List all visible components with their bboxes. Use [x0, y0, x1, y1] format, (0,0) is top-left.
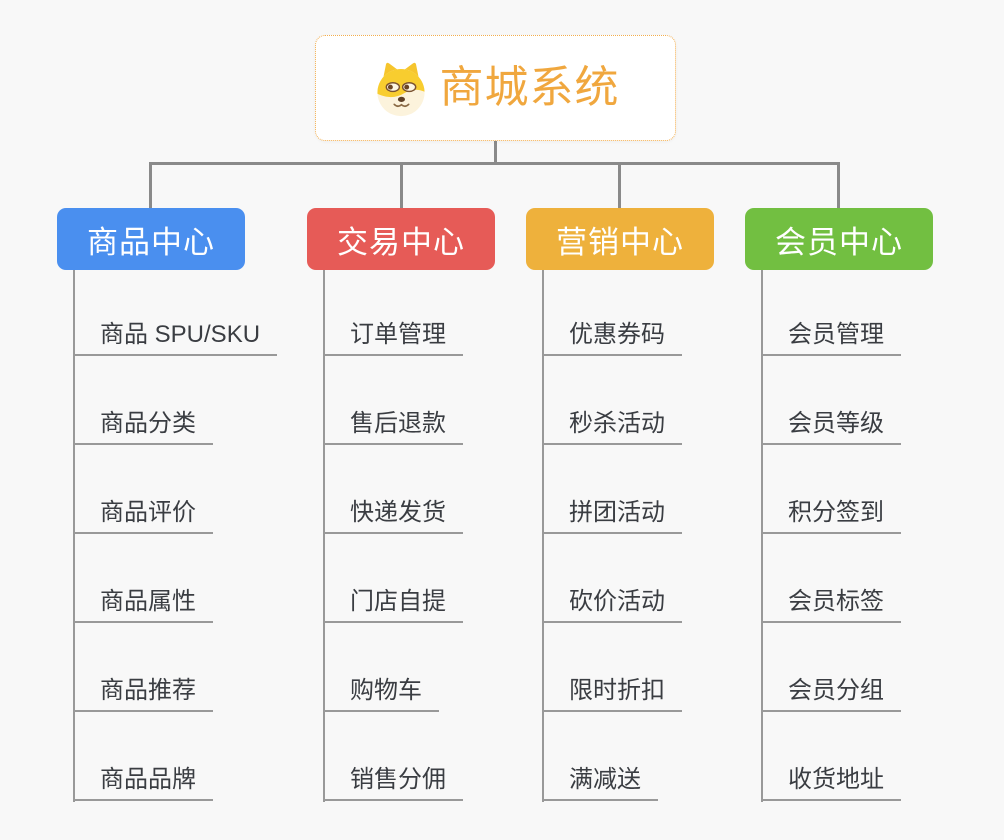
- root-node[interactable]: 商城系统: [315, 35, 676, 141]
- child-node[interactable]: 优惠券码: [542, 270, 682, 356]
- connector-bus-line: [149, 162, 840, 165]
- child-label: 拼团活动: [569, 499, 665, 526]
- branch-label: 商品中心: [87, 224, 215, 260]
- branch: 交易中心 订单管理售后退款快递发货门店自提购物车销售分佣: [307, 208, 495, 802]
- branch-children: 优惠券码秒杀活动拼团活动砍价活动限时折扣满减送: [542, 270, 682, 801]
- child-label: 门店自提: [350, 588, 446, 615]
- child-label: 快递发货: [350, 499, 446, 526]
- branch-children: 订单管理售后退款快递发货门店自提购物车销售分佣: [323, 270, 463, 801]
- child-node[interactable]: 会员分组: [761, 623, 901, 712]
- child-label: 售后退款: [350, 410, 446, 437]
- child-node[interactable]: 收货地址: [761, 712, 901, 801]
- child-node[interactable]: 商品评价: [73, 445, 213, 534]
- branch-child-line: [73, 270, 75, 802]
- branch-child-line: [542, 270, 544, 802]
- child-node[interactable]: 商品 SPU/SKU: [73, 270, 278, 356]
- child-node[interactable]: 门店自提: [323, 534, 463, 623]
- child-node[interactable]: 会员标签: [761, 534, 901, 623]
- child-label: 商品分类: [100, 410, 196, 437]
- child-node[interactable]: 积分签到: [761, 445, 901, 534]
- connector-root-drop: [494, 140, 497, 165]
- child-label: 商品评价: [100, 499, 196, 526]
- child-label: 商品品牌: [100, 766, 196, 793]
- child-label: 订单管理: [350, 321, 446, 348]
- child-label: 满减送: [569, 766, 641, 793]
- child-node[interactable]: 秒杀活动: [542, 356, 682, 445]
- branch-child-line: [761, 270, 763, 802]
- branch-box-3[interactable]: 营销中心: [526, 208, 714, 270]
- branch-label: 营销中心: [556, 224, 684, 260]
- connector-drop-branch3: [618, 162, 621, 209]
- connector-drop-branch1: [149, 162, 152, 209]
- branch-children: 商品 SPU/SKU 商品分类商品评价商品属性商品推荐商品品牌: [73, 270, 278, 801]
- doge-icon: [372, 59, 430, 117]
- child-label: 购物车: [350, 677, 422, 704]
- child-label: 会员等级: [788, 410, 884, 437]
- child-node[interactable]: 销售分佣: [323, 712, 463, 801]
- child-label: 会员分组: [788, 677, 884, 704]
- branch: 营销中心 优惠券码秒杀活动拼团活动砍价活动限时折扣满减送: [526, 208, 714, 802]
- child-node[interactable]: 商品属性: [73, 534, 213, 623]
- branch-child-line: [323, 270, 325, 802]
- child-node[interactable]: 商品推荐: [73, 623, 213, 712]
- branch-box-2[interactable]: 交易中心: [307, 208, 495, 270]
- child-label: 商品属性: [100, 588, 196, 615]
- branch-box-1[interactable]: 商品中心: [57, 208, 245, 270]
- child-label: 收货地址: [788, 766, 884, 793]
- branch-box-4[interactable]: 会员中心: [745, 208, 933, 270]
- connector-drop-branch2: [400, 162, 403, 209]
- child-label: 优惠券码: [569, 321, 665, 348]
- branch: 会员中心 会员管理会员等级积分签到会员标签会员分组收货地址: [745, 208, 933, 802]
- branch-label: 交易中心: [337, 224, 465, 260]
- child-node[interactable]: 购物车: [323, 623, 439, 712]
- child-node[interactable]: 快递发货: [323, 445, 463, 534]
- child-node[interactable]: 砍价活动: [542, 534, 682, 623]
- child-node[interactable]: 售后退款: [323, 356, 463, 445]
- child-label: 会员标签: [788, 588, 884, 615]
- child-node[interactable]: 订单管理: [323, 270, 463, 356]
- child-label: 积分签到: [788, 499, 884, 526]
- root-title: 商城系统: [439, 63, 620, 112]
- branch-children: 会员管理会员等级积分签到会员标签会员分组收货地址: [761, 270, 901, 801]
- branch: 商品中心 商品 SPU/SKU 商品分类商品评价商品属性商品推荐商品品牌: [57, 208, 278, 802]
- child-node[interactable]: 会员管理: [761, 270, 901, 356]
- child-label: 销售分佣: [350, 766, 446, 793]
- child-label: 商品 SPU/SKU: [100, 321, 261, 348]
- child-node[interactable]: 商品品牌: [73, 712, 213, 801]
- child-node[interactable]: 拼团活动: [542, 445, 682, 534]
- child-node[interactable]: 限时折扣: [542, 623, 682, 712]
- branch-label: 会员中心: [775, 224, 903, 260]
- child-node[interactable]: 商品分类: [73, 356, 213, 445]
- connector-drop-branch4: [837, 162, 840, 209]
- child-label: 秒杀活动: [569, 410, 665, 437]
- child-label: 商品推荐: [100, 677, 196, 704]
- child-node[interactable]: 会员等级: [761, 356, 901, 445]
- child-label: 会员管理: [788, 321, 884, 348]
- child-node[interactable]: 满减送: [542, 712, 658, 801]
- child-label: 砍价活动: [569, 588, 665, 615]
- child-label: 限时折扣: [569, 677, 665, 704]
